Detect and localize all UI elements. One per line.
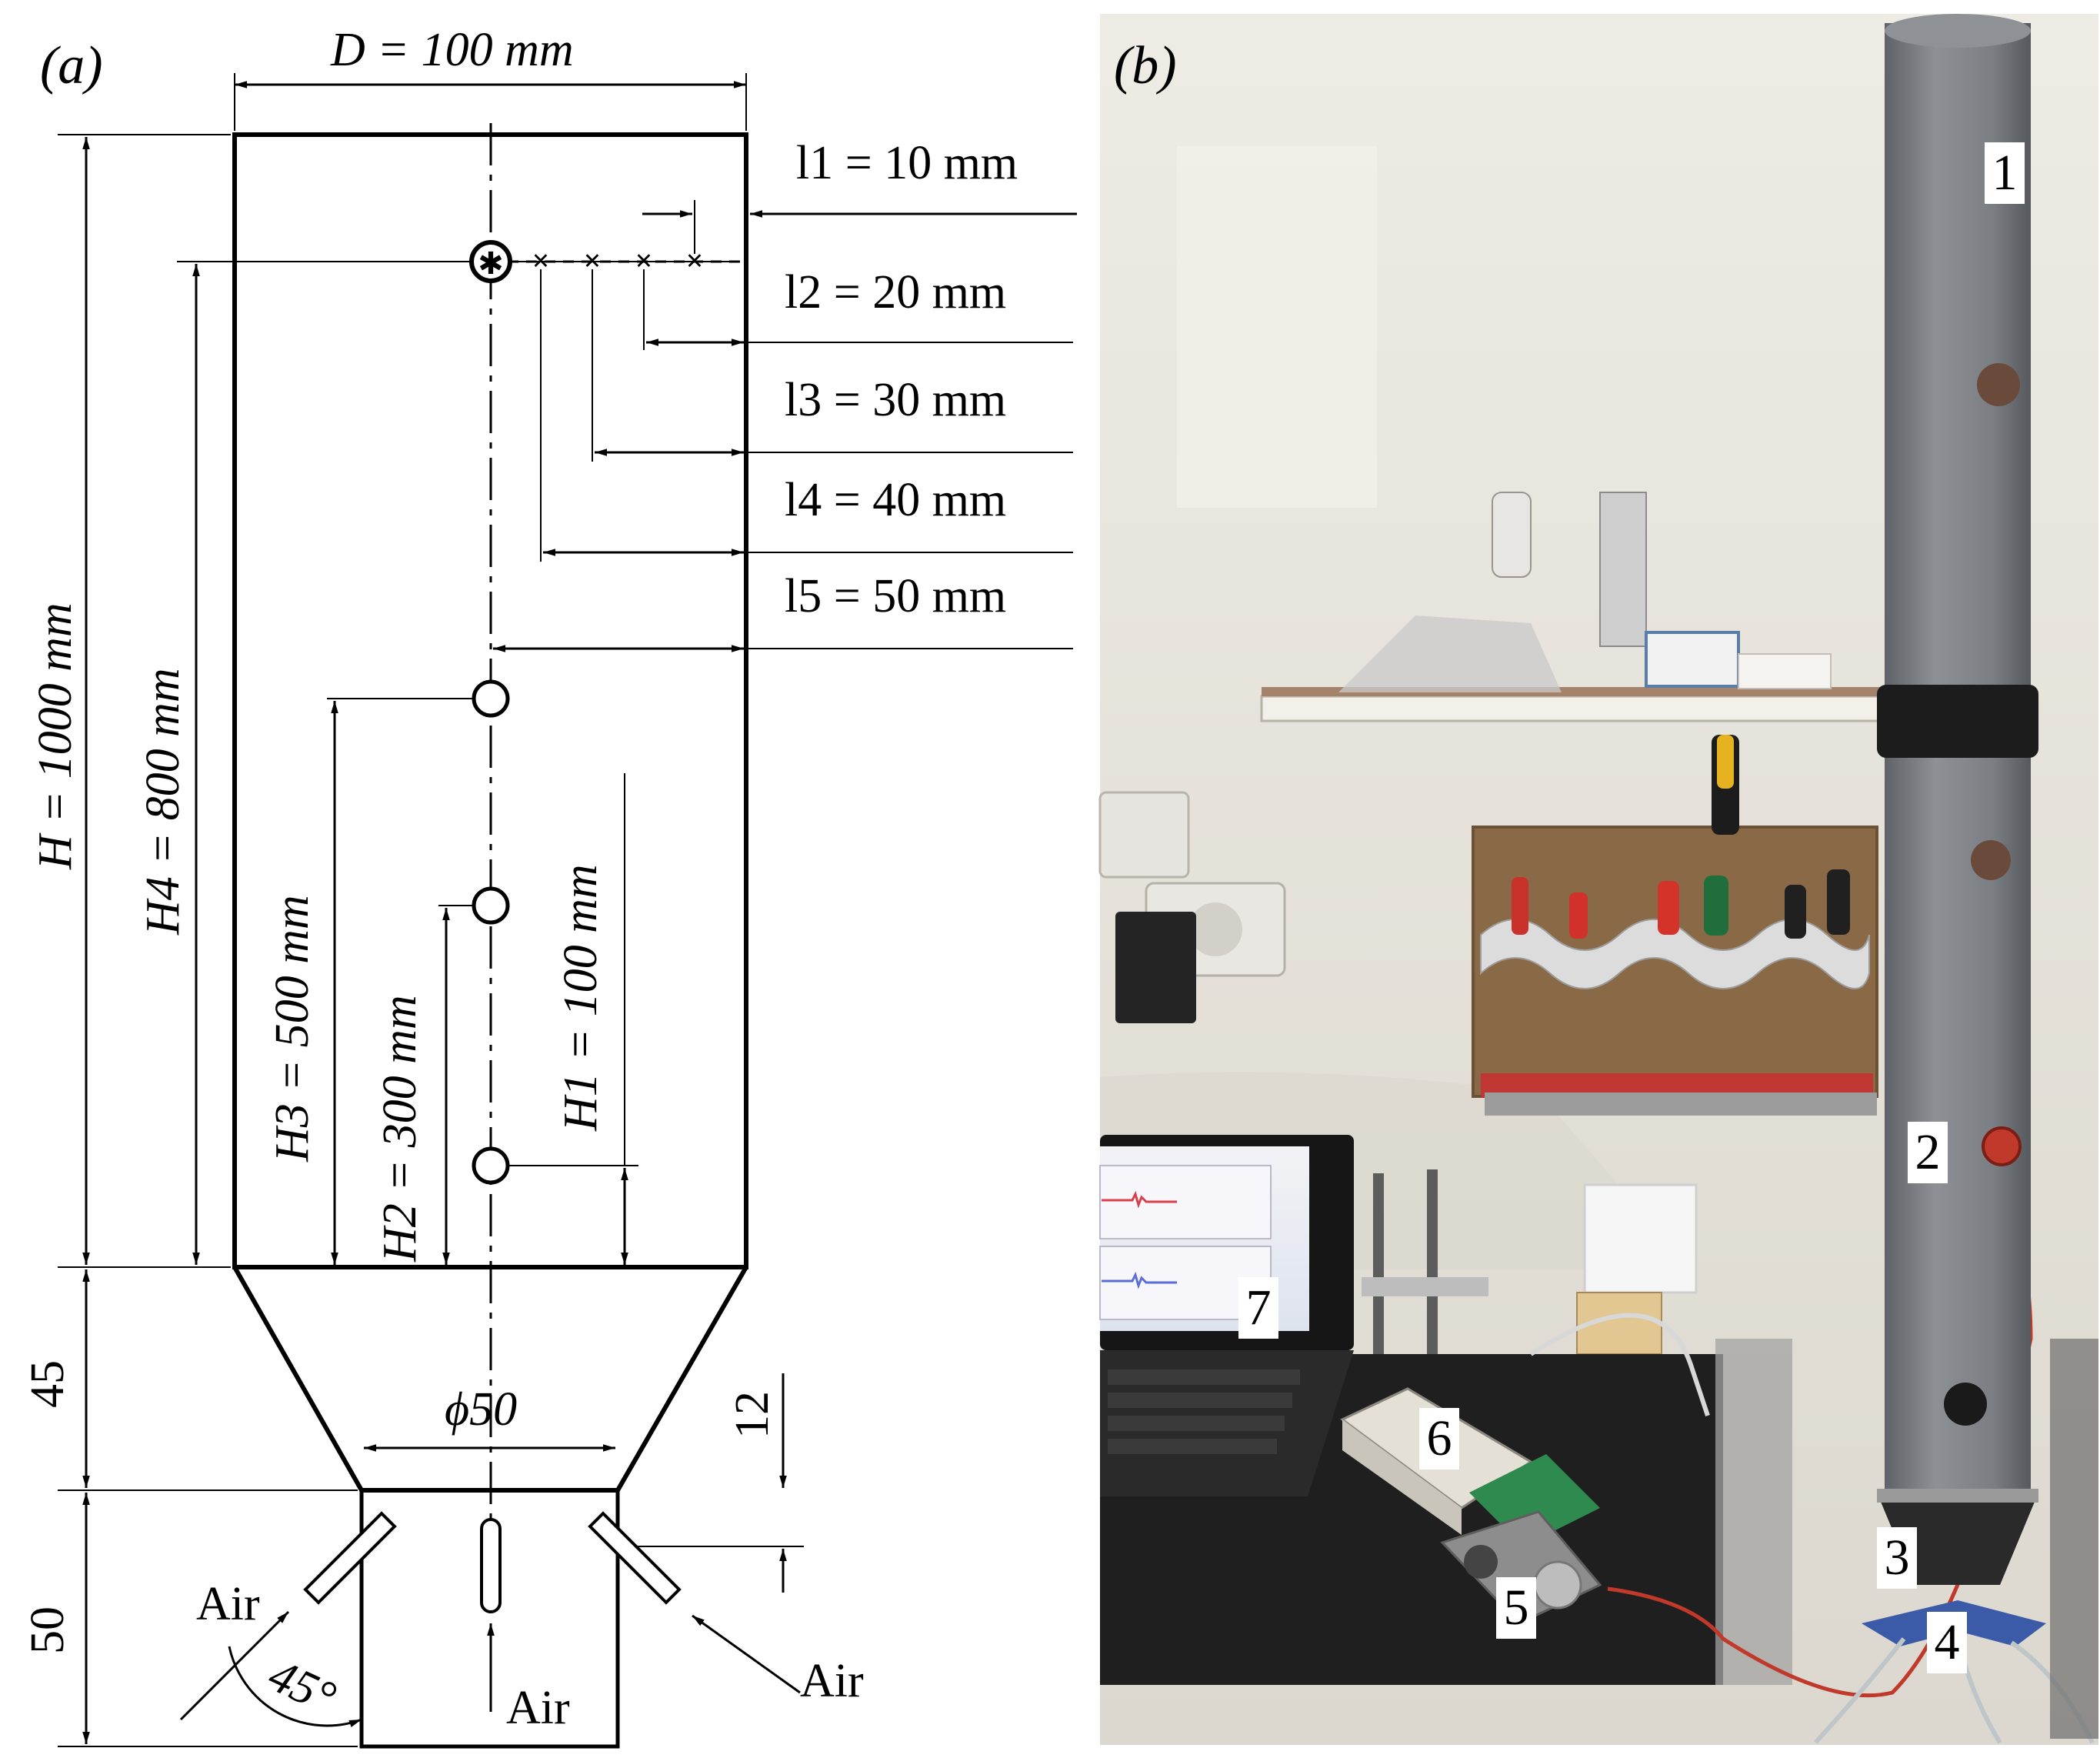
shelf-item-coil — [1599, 492, 1647, 647]
tool-holder-strip — [1480, 919, 1870, 989]
air-label-center: Air — [506, 1682, 570, 1734]
callout-7: 7 — [1246, 1279, 1272, 1336]
air-label-right: Air — [800, 1655, 864, 1707]
callout-1: 1 — [1992, 145, 2018, 201]
nozzle-offset-label: 12 — [726, 1391, 778, 1439]
shelf — [1260, 695, 1909, 722]
callout-2: 2 — [1915, 1124, 1941, 1180]
l2-label: l2 = 20 mm — [785, 266, 1006, 319]
callout-5: 5 — [1504, 1580, 1529, 1636]
port-h2 — [472, 886, 510, 925]
wall-plate — [1583, 1183, 1698, 1294]
h3-label: H3 = 500 mm — [266, 895, 318, 1163]
light-switch — [1098, 791, 1190, 879]
h1-label: H1 = 100 mm — [555, 864, 607, 1132]
nozzle-left — [303, 1511, 397, 1605]
shelf-item-bag — [1338, 615, 1562, 692]
probe-points: × × × × — [532, 243, 704, 278]
air-arrow-right — [692, 1614, 801, 1694]
shelf-item-lamp — [1492, 492, 1532, 578]
angle-arc — [228, 1646, 362, 1728]
h4-label: H4 = 800 mm — [137, 668, 189, 936]
height-label: H = 1000 mm — [29, 602, 82, 870]
probe-marker-l5-icon: × — [532, 243, 550, 278]
shelf-item-box — [1645, 631, 1740, 688]
callout-3: 3 — [1885, 1529, 1910, 1586]
h2-label: H2 = 300 mm — [374, 995, 426, 1263]
nozzle-right — [588, 1511, 682, 1605]
nozzle-center — [480, 1518, 502, 1613]
angle-label: 45° — [261, 1649, 343, 1724]
laptop — [1099, 1135, 1354, 1496]
l5-label: l5 = 50 mm — [785, 570, 1006, 622]
air-label-left: Air — [196, 1578, 260, 1630]
port-h1 — [472, 1146, 510, 1185]
l1-label: l1 = 10 mm — [796, 137, 1018, 189]
photo-panel: 1 2 3 4 5 6 7 (b) — [1098, 14, 2098, 1745]
column-cone — [1877, 1493, 2038, 1585]
l3-label: l3 = 30 mm — [785, 374, 1006, 426]
cone-height-label: 45 — [22, 1360, 74, 1408]
callout-4: 4 — [1935, 1614, 1960, 1670]
screwdrivers — [1512, 735, 1850, 939]
diameter-label: D = 100 mm — [330, 24, 574, 76]
l4-label: l4 = 40 mm — [785, 474, 1006, 526]
port-h4-star-icon: ✱ — [478, 246, 504, 281]
inlet-diameter-label: ϕ50 — [445, 1383, 517, 1436]
schematic-panel: (a) D = 100 mm H = 1000 mm H4 = 800 mm H… — [22, 24, 1077, 1749]
port-h3 — [472, 679, 510, 718]
port-plug-top — [1977, 363, 2020, 406]
pressure-sensor — [1982, 1126, 2022, 1166]
probe-marker-l3-icon: × — [635, 243, 653, 278]
callouts: 1 2 3 4 5 6 7 — [1238, 142, 2025, 1673]
base-height-label: 50 — [22, 1606, 74, 1654]
port-plug-middle — [1971, 840, 2011, 880]
tool-tray — [1485, 1092, 1877, 1116]
pipe-coupling — [1877, 685, 2038, 758]
probe-marker-l2-icon: × — [686, 243, 704, 278]
probe-marker-l4-icon: × — [584, 243, 602, 278]
port-plug-bottom — [1944, 1383, 1987, 1426]
callout-6: 6 — [1427, 1410, 1452, 1466]
panel-b-label: (b) — [1114, 36, 1177, 95]
power-adapter — [1115, 912, 1196, 1023]
panel-a-label: (a) — [40, 36, 103, 95]
